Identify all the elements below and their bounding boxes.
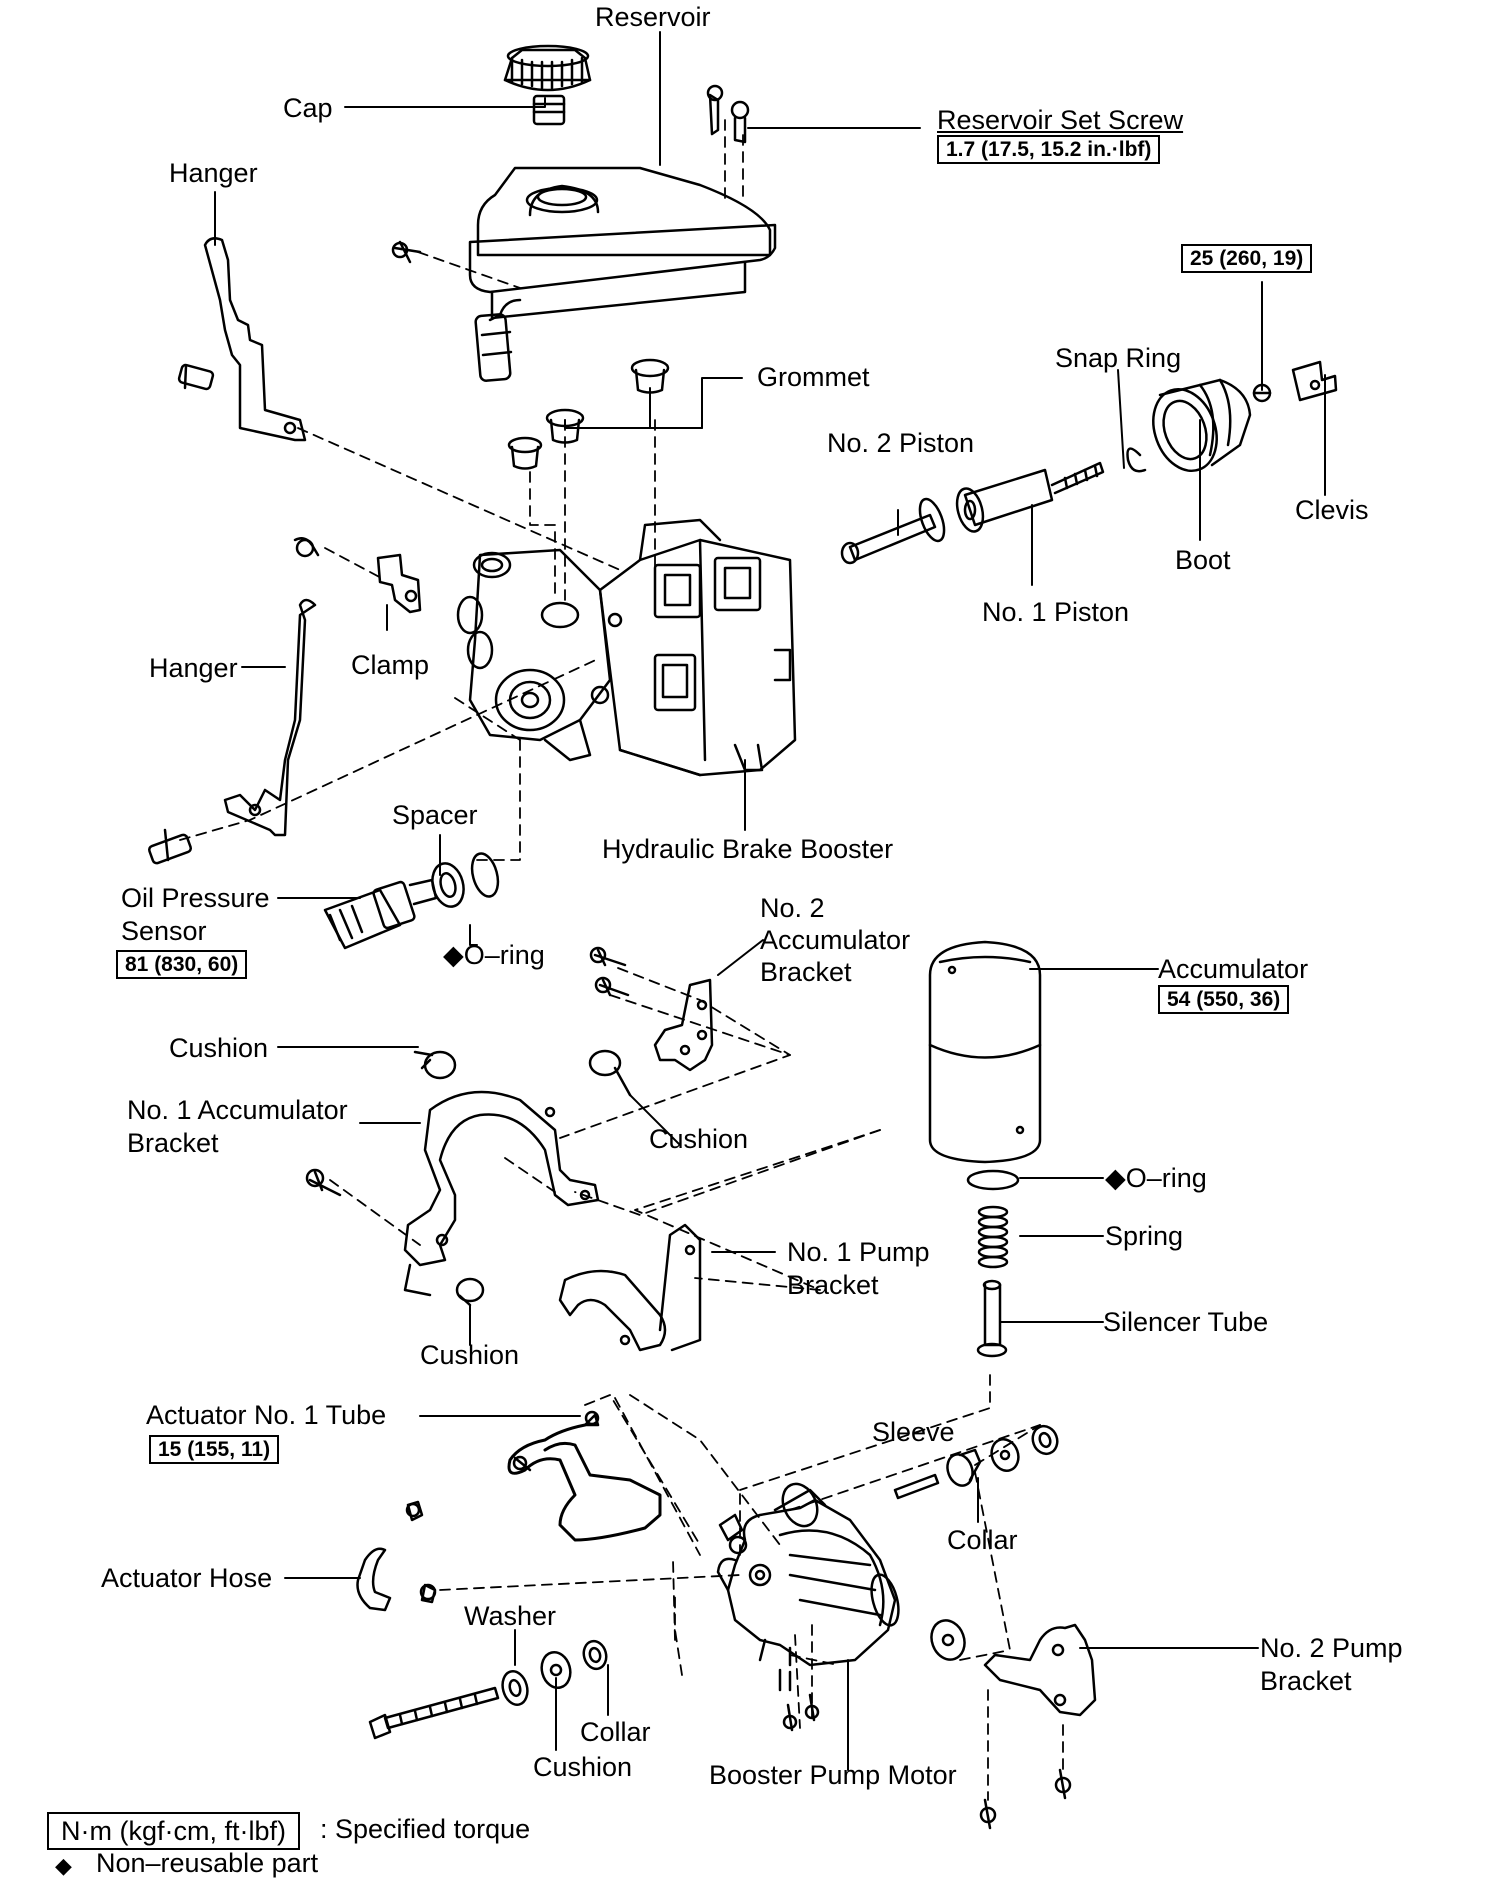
no2-accumulator-bracket-part <box>589 946 714 1072</box>
grommets <box>507 358 670 470</box>
reservoir-part <box>391 84 777 382</box>
torque-oil-pressure-sensor: 81 (830, 60) <box>116 950 248 979</box>
no2-piston-part <box>840 497 946 565</box>
label-no1-piston: No. 1 Piston <box>982 597 1130 627</box>
no2-pump-bracket-part <box>979 1623 1097 1830</box>
label-hanger-middle: Hanger <box>149 653 238 683</box>
label-cushion-4: Cushion <box>533 1752 633 1782</box>
label-grommet: Grommet <box>757 362 870 392</box>
through-bolt-part <box>368 1686 500 1740</box>
label-no2-pump-bracket-line2: Bracket <box>1260 1666 1352 1696</box>
oil-pressure-sensor-part <box>323 878 438 950</box>
torque-reservoir-set-screw: 1.7 (17.5, 15.2 in.·lbf) <box>937 135 1161 164</box>
label-collar-2: Collar <box>580 1717 651 1747</box>
label-washer: Washer <box>464 1601 557 1631</box>
accumulator-part <box>928 940 1042 1164</box>
label-oil-pressure-sensor-line1: Oil Pressure <box>121 883 270 913</box>
legend-nonreusable-description: Non–reusable part <box>96 1848 319 1878</box>
label-no1-pump-bracket-line1: No. 1 Pump <box>787 1237 930 1267</box>
label-no2-accumulator-bracket-line3: Bracket <box>760 957 852 987</box>
dashed-alignment-lines <box>179 119 1064 1801</box>
snap-ring-part <box>1126 447 1147 473</box>
spacer-part <box>431 862 465 908</box>
label-clevis: Clevis <box>1295 495 1369 525</box>
label-booster-pump-motor: Booster Pump Motor <box>709 1760 957 1790</box>
label-sleeve: Sleeve <box>872 1417 955 1447</box>
legend-torque-unit: N·m (kgf·cm, ft·lbf) <box>47 1812 300 1850</box>
label-collar-1: Collar <box>947 1525 1018 1555</box>
sleeve-part <box>893 1473 940 1500</box>
washer-part <box>501 1670 529 1706</box>
label-no2-accumulator-bracket-line1: No. 2 <box>760 893 825 923</box>
hydraulic-brake-booster-part <box>456 518 797 777</box>
label-actuator-no1-tube: Actuator No. 1 Tube <box>146 1400 387 1430</box>
actuator-no1-tube-part <box>507 1410 662 1542</box>
collar-1-part <box>946 1424 1059 1487</box>
o-ring-1-part <box>470 852 500 898</box>
label-reservoir-set-screw: Reservoir Set Screw <box>937 105 1184 135</box>
label-snap-ring: Snap Ring <box>1055 343 1182 373</box>
cushion-4-part <box>540 1650 572 1690</box>
label-spring: Spring <box>1105 1221 1184 1251</box>
boot-part <box>1152 378 1252 473</box>
label-spacer: Spacer <box>392 800 478 830</box>
label-no1-accumulator-bracket-line1: No. 1 Accumulator <box>127 1095 348 1125</box>
cushion-3-part <box>455 1277 485 1307</box>
hanger-middle-part <box>148 537 320 865</box>
label-hydraulic-brake-booster: Hydraulic Brake Booster <box>602 834 894 864</box>
no1-pump-bracket-part <box>558 1223 702 1352</box>
leader-lines <box>214 31 1326 1771</box>
label-no1-pump-bracket-line2: Bracket <box>787 1270 879 1300</box>
actuator-hose-part <box>356 1500 437 1612</box>
clevis-part <box>1252 360 1338 403</box>
cap-part <box>503 44 592 126</box>
no1-accumulator-bracket-part <box>305 1090 600 1297</box>
label-no1-accumulator-bracket-line2: Bracket <box>127 1128 219 1158</box>
o-ring-2-part <box>966 1169 1020 1191</box>
label-clamp: Clamp <box>351 650 430 680</box>
label-o-ring-2: ◆O–ring <box>1105 1163 1207 1193</box>
no1-piston-part <box>955 461 1105 533</box>
label-accumulator: Accumulator <box>1158 954 1309 984</box>
label-oil-pressure-sensor-line2: Sensor <box>121 916 207 946</box>
legend-nonreusable-symbol: ◆ <box>55 1853 72 1878</box>
label-no2-piston: No. 2 Piston <box>827 428 975 458</box>
label-reservoir: Reservoir <box>595 2 711 32</box>
legend-torque-description: : Specified torque <box>320 1814 531 1844</box>
label-boot: Boot <box>1175 545 1231 575</box>
label-no2-accumulator-bracket-line2: Accumulator <box>760 925 911 955</box>
cushion-1-part <box>413 1050 457 1080</box>
spring-part <box>977 1205 1009 1269</box>
clamp-part <box>376 553 422 614</box>
label-o-ring-1: ◆O–ring <box>443 940 545 970</box>
collar-2-part <box>582 1639 608 1671</box>
label-cushion-1: Cushion <box>169 1033 269 1063</box>
label-silencer-tube: Silencer Tube <box>1103 1307 1269 1337</box>
booster-pump-motor-part <box>716 1482 966 1732</box>
label-actuator-hose: Actuator Hose <box>101 1563 273 1593</box>
label-cap: Cap <box>283 93 333 123</box>
label-cushion-3: Cushion <box>420 1340 520 1370</box>
cushion-2-part <box>588 1049 632 1097</box>
torque-accumulator: 54 (550, 36) <box>1158 985 1290 1014</box>
label-cushion-2: Cushion <box>649 1124 749 1154</box>
hanger-top-part <box>177 237 307 442</box>
torque-clevis: 25 (260, 19) <box>1181 244 1313 273</box>
label-hanger-top: Hanger <box>169 158 258 188</box>
label-no2-pump-bracket-line1: No. 2 Pump <box>1260 1633 1403 1663</box>
torque-actuator-no1-tube: 15 (155, 11) <box>149 1435 280 1464</box>
silencer-tube-part <box>976 1279 1008 1358</box>
